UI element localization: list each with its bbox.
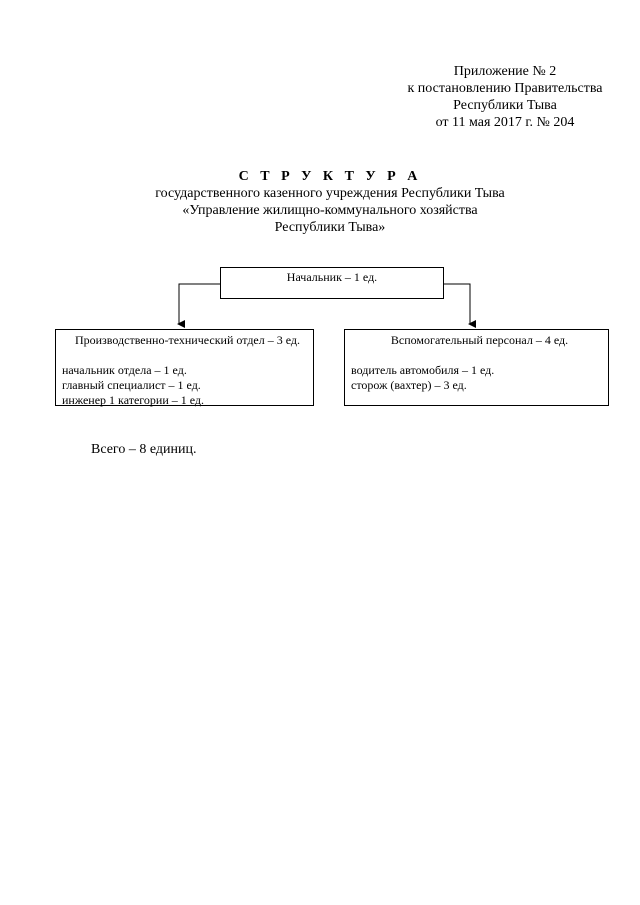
support-staff-title: Вспомогательный персонал – 4 ед.	[390, 333, 569, 347]
support-position-item: сторож (вахтер) – 3 ед.	[351, 378, 467, 392]
org-box-head: Начальник – 1 ед.	[220, 267, 444, 299]
org-box-production-dept: Производственно-технический отдел – 3 ед…	[55, 329, 314, 407]
connector-left	[177, 283, 221, 328]
connector-right	[443, 283, 476, 328]
total-staff: Всего – 8 единиц.	[91, 442, 197, 457]
title-line-1: государственного казенного учреждения Ре…	[155, 186, 505, 201]
appendix-reference: Приложение № 2 к постановлению Правитель…	[380, 63, 630, 131]
appendix-republic: Республики Тыва	[453, 98, 557, 113]
production-position-item: начальник отдела – 1 ед.	[62, 363, 187, 377]
title-line-2: «Управление жилищно-коммунального хозяйс…	[182, 203, 478, 218]
appendix-number: Приложение № 2	[453, 64, 557, 79]
support-position-item: водитель автомобиля – 1 ед.	[351, 363, 495, 377]
appendix-decree: к постановлению Правительства	[407, 81, 603, 96]
title-line-3: Республики Тыва»	[274, 220, 386, 235]
appendix-date: от 11 мая 2017 г. № 204	[435, 115, 575, 130]
head-label: Начальник – 1 ед.	[286, 270, 378, 284]
org-box-support-staff: Вспомогательный персонал – 4 ед. водител…	[344, 329, 609, 406]
production-dept-title: Производственно-технический отдел – 3 ед…	[74, 333, 301, 347]
document-title: С Т Р У К Т У Р А государственного казен…	[120, 168, 540, 236]
title-heading: С Т Р У К Т У Р А	[238, 169, 422, 184]
production-position-item: инженер 1 категории – 1 ед.	[62, 393, 205, 407]
production-position-item: главный специалист – 1 ед.	[62, 378, 201, 392]
